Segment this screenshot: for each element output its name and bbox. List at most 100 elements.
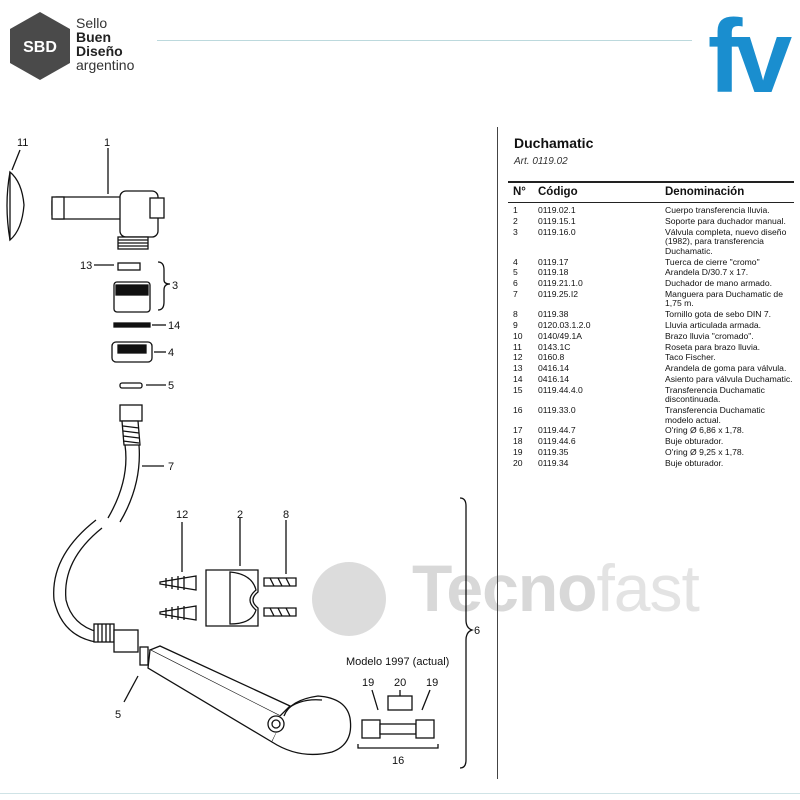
transfer-model-part-16 — [357, 689, 439, 749]
row-number: 9 — [513, 320, 518, 331]
lock-nut-part-4 — [111, 341, 166, 363]
row-code: 0119.44.7 — [538, 425, 576, 436]
watermark-ball-icon — [312, 562, 386, 636]
row-number: 8 — [513, 309, 518, 320]
row-code: 0119.02.1 — [538, 205, 576, 215]
row-code: 0119.38 — [538, 309, 569, 320]
callout-3: 3 — [172, 280, 178, 292]
row-name: Soporte para duchador manual. — [665, 215, 786, 226]
row-name: Arandela de goma para válvula. — [665, 363, 787, 374]
sbd-line: argentino — [76, 57, 135, 73]
callout-5: 5 — [168, 380, 174, 392]
hand-shower-part-6 — [147, 497, 475, 769]
row-name: Lluvia articulada armada. — [665, 320, 762, 331]
row-code: 0416.14 — [538, 373, 570, 384]
transfer-body-part-1 — [51, 148, 165, 250]
header-rule — [157, 40, 692, 41]
washer-part-5-lower — [139, 646, 149, 666]
row-code: 0119.35 — [538, 447, 569, 458]
table-row: 2 0119.15.1 Soporte para duchador manual. — [510, 215, 795, 227]
callout-4: 4 — [168, 347, 174, 359]
table-row: 3 0119.16.0 Válvula completa, nuevo diseño… — [510, 226, 795, 257]
wall-plug-part-12 — [159, 522, 197, 621]
fv-logo: fv — [708, 8, 794, 102]
header-name: Denominación — [665, 186, 745, 198]
watermark-part1: Tecno — [412, 551, 597, 625]
row-number: 10 — [513, 330, 523, 341]
screw-part-8 — [263, 520, 297, 617]
row-name: Roseta para brazo lluvia. — [665, 341, 761, 352]
row-code: 0119.21.1.0 — [538, 278, 583, 289]
row-number: 3 — [513, 226, 518, 237]
callout-8: 8 — [283, 509, 289, 521]
row-number: 19 — [513, 447, 523, 458]
valve-part-3 — [113, 261, 171, 313]
header-num: N° — [513, 186, 526, 198]
callout-14: 14 — [168, 320, 180, 332]
model-caption: Modelo 1997 (actual) — [346, 656, 449, 668]
row-number: 5 — [513, 267, 518, 278]
row-number: 12 — [513, 352, 523, 363]
row-code: 0119.17 — [538, 256, 569, 267]
sbd-line: Buen — [76, 29, 111, 45]
svg-text:fv: fv — [708, 8, 793, 102]
row-name: Buje obturador. — [665, 457, 724, 468]
callout-13: 13 — [80, 260, 92, 272]
article-number: Art. 0119.02 — [514, 156, 568, 167]
table-top-rule — [508, 181, 794, 183]
row-number: 7 — [513, 288, 518, 299]
row-number: 16 — [513, 405, 523, 416]
row-number: 2 — [513, 215, 518, 226]
row-number: 20 — [513, 457, 523, 468]
callout-6: 6 — [474, 625, 480, 637]
row-code: 0119.15.1 — [538, 215, 576, 226]
row-code: 0143.1C — [538, 341, 571, 352]
sbd-hex-logo: SBD — [10, 12, 70, 80]
row-number: 11 — [513, 341, 522, 352]
row-name: Manguera para Duchamatic de 1,75 m. — [665, 288, 783, 309]
header-code: Código — [538, 186, 578, 198]
table-row: 20 0119.34 Buje obturador. — [510, 457, 795, 469]
callout-12: 12 — [176, 509, 188, 521]
callout-16: 16 — [392, 755, 404, 767]
row-code: 0119.44.4.0 — [538, 384, 583, 395]
row-name: Cuerpo transferencia lluvia. — [665, 205, 770, 215]
row-number: 17 — [513, 425, 523, 436]
watermark-part2: fast — [596, 551, 699, 625]
rosette-part-11 — [6, 149, 25, 242]
footer-rule — [0, 793, 800, 794]
row-name: Asiento para válvula Duchamatic. — [665, 373, 793, 384]
sbd-line: Sello — [76, 15, 108, 31]
table-row: 11 0143.1C Roseta para brazo lluvia. — [510, 341, 795, 353]
row-name: Válvula completa, nuevo diseño (1982), p… — [665, 226, 787, 256]
row-name: Taco Fischer. — [665, 352, 716, 363]
row-number: 1 — [513, 205, 518, 215]
washer-part-5 — [119, 382, 143, 389]
row-number: 4 — [513, 256, 518, 267]
rubber-washer-part-13 — [117, 262, 141, 271]
row-number: 18 — [513, 436, 523, 447]
sbd-badge-text: SBD — [23, 39, 57, 56]
shower-support-part-2 — [205, 518, 259, 627]
sbd-line: Diseño — [76, 43, 123, 59]
row-name: O'ring Ø 9,25 x 1,78. — [665, 447, 745, 458]
row-name: Buje obturador. — [665, 436, 724, 447]
row-name: Duchador de mano armado. — [665, 278, 773, 289]
column-divider — [497, 127, 498, 779]
row-code: 0119.16.0 — [538, 226, 576, 237]
row-code: 0119.34 — [538, 457, 569, 468]
sbd-caption: Sello Buen Diseño argentino — [76, 16, 134, 72]
